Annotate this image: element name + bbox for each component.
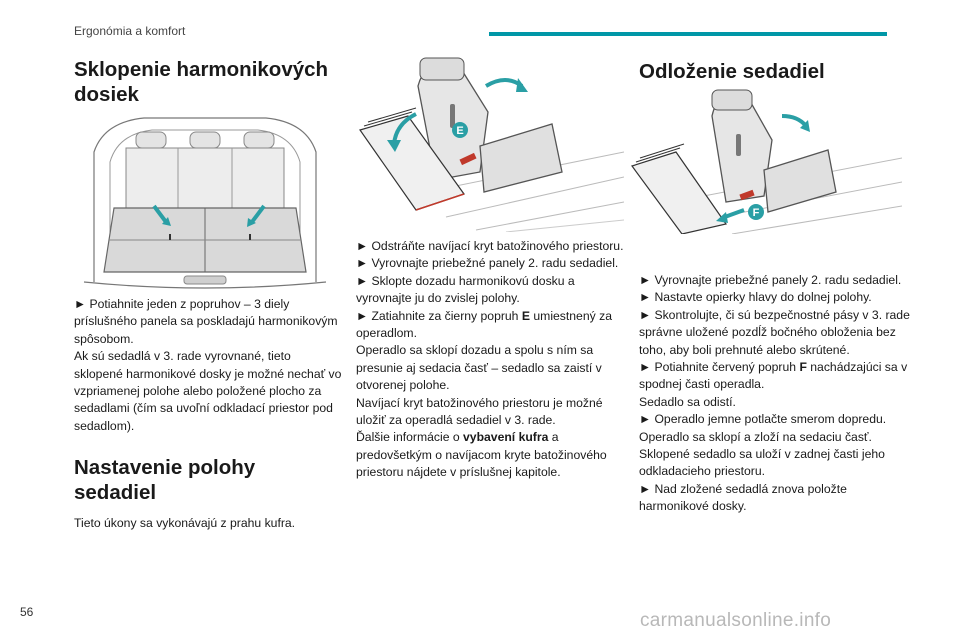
paragraph: Ďalšie informácie o vybavení kufra a pre… [356,430,607,480]
left-text: ► Potiahnite jeden z popruhov – 3 diely … [74,296,342,533]
paragraph: ► Zatiahnite za čierny popruh E umiestne… [356,308,612,341]
paragraph: ► Nastavte opierky hlavy do dolnej poloh… [639,290,872,305]
paragraph: ► Sklopte dozadu harmonikovú dosku a vyr… [356,273,575,306]
paragraph: ► Vyrovnajte priebežné panely 2. radu se… [639,273,902,287]
paragraph: Operadlo sa sklopí dozadu a spolu s ním … [356,343,602,393]
paragraph: ► Nad zložené sedadlá znova položte harm… [639,481,847,514]
right-text: ► Vyrovnajte priebežné panely 2. radu se… [639,272,911,516]
section-header: Ergonómia a komfort [74,24,186,38]
paragraph: ► Operadlo jemne potlačte smerom dopredu… [639,412,887,427]
paragraph: ► Potiahnite jeden z popruhov – 3 diely … [74,297,338,346]
paragraph: Tieto úkony sa vykonávajú z prahu kufra. [74,516,296,531]
seat-folding-illustration-e: E [359,57,624,232]
paragraph: ► Skontrolujte, či sú bezpečnostné pásy … [639,307,910,357]
seat-stowing-illustration-f: F [631,89,902,234]
link-trunk-equipment: vybavení kufra [463,430,549,445]
paragraph: Sklopené sedadlo sa uloží v zadnej časti… [639,447,885,479]
section-title-stowing-seats: Odloženie sedadiel [639,60,825,83]
paragraph: ► Odstráňte navíjací kryt batožinového p… [356,239,624,253]
section-title-seat-position: Nastavenie polohy sedadiel [74,456,256,505]
right-column: Odloženie sedadiel [639,59,907,84]
paragraph: ► Vyrovnajte priebežné panely 2. radu se… [356,256,619,271]
header-accent-bar [489,32,887,36]
page-number: 56 [20,605,34,619]
paragraph: Sedadlo sa odistí. [639,394,736,409]
paragraph: Ak sú sedadlá v 3. rade vyrovnané, tieto… [74,349,342,433]
left-column: Sklopenie harmonikových dosiek [74,57,342,107]
trunk-floor-illustration [74,112,336,292]
middle-text: ► Odstráňte navíjací kryt batožinového p… [356,238,624,482]
callout-e: E [456,125,463,137]
section-title-folding-boards: Sklopenie harmonikových dosiek [74,58,329,106]
paragraph: ► Potiahnite červený popruh F nachádzajú… [639,360,908,392]
paragraph: Operadlo sa sklopí a zloží na sedaciu ča… [639,429,872,444]
paragraph: Navíjací kryt batožinového priestoru je … [356,395,603,428]
callout-f: F [753,207,760,219]
watermark: carmanualsonline.info [640,610,832,631]
